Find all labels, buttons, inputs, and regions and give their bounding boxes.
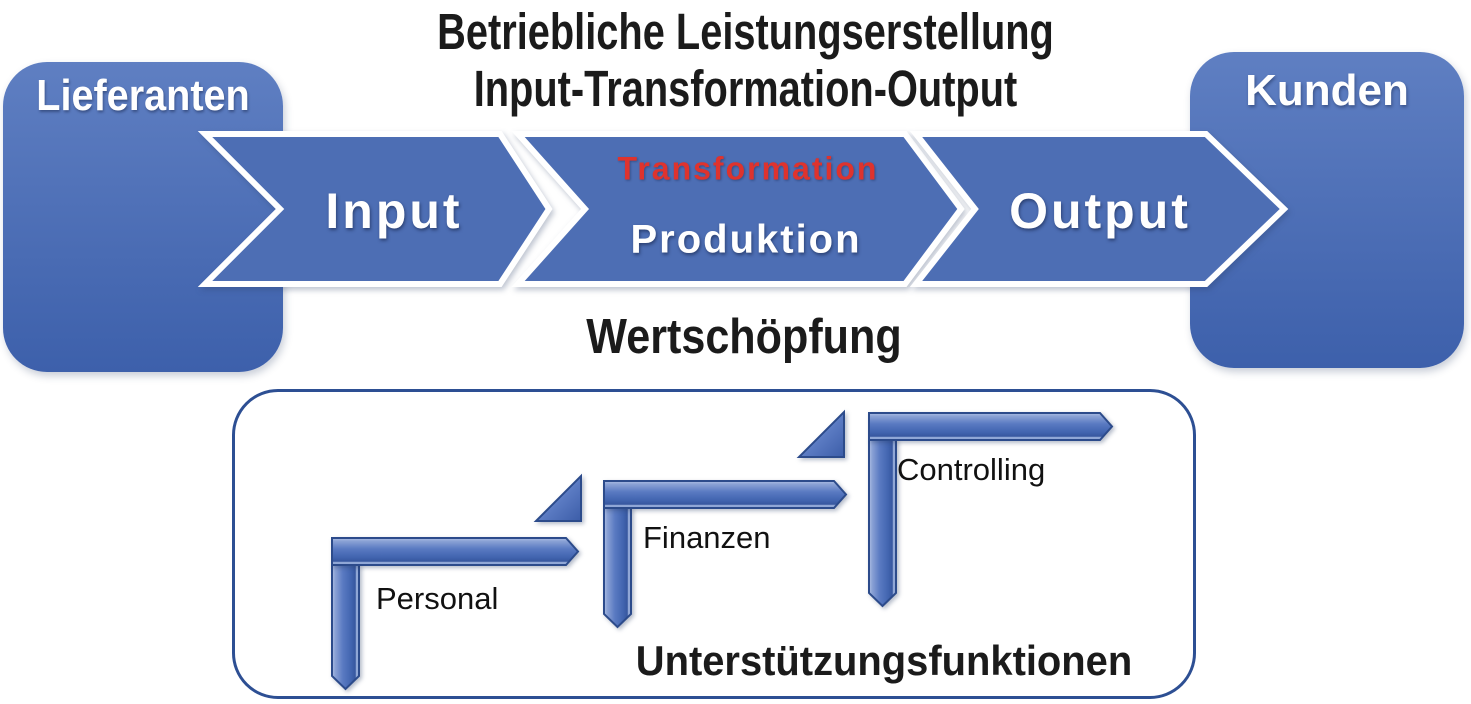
value-creation-label: Wertschöpfung bbox=[586, 310, 902, 364]
support-functions-caption: Unterstützungsfunktionen bbox=[635, 637, 1133, 684]
finanzen-label: Finanzen bbox=[643, 520, 771, 555]
suppliers-label: Lieferanten bbox=[36, 71, 250, 120]
controlling-label: Controlling bbox=[897, 452, 1046, 487]
diagram-title: Betriebliche Leistungserstellung Input-T… bbox=[180, 3, 1312, 117]
customers-label: Kunden bbox=[1245, 66, 1409, 115]
transformation-label: Transformation bbox=[617, 150, 879, 187]
output-label: Output bbox=[1009, 183, 1191, 239]
title-line-1: Betriebliche Leistungserstellung bbox=[437, 3, 1054, 60]
produktion-label: Produktion bbox=[630, 217, 862, 262]
personal-label: Personal bbox=[376, 581, 499, 616]
input-label: Input bbox=[325, 183, 463, 239]
title-line-2: Input-Transformation-Output bbox=[473, 60, 1018, 117]
